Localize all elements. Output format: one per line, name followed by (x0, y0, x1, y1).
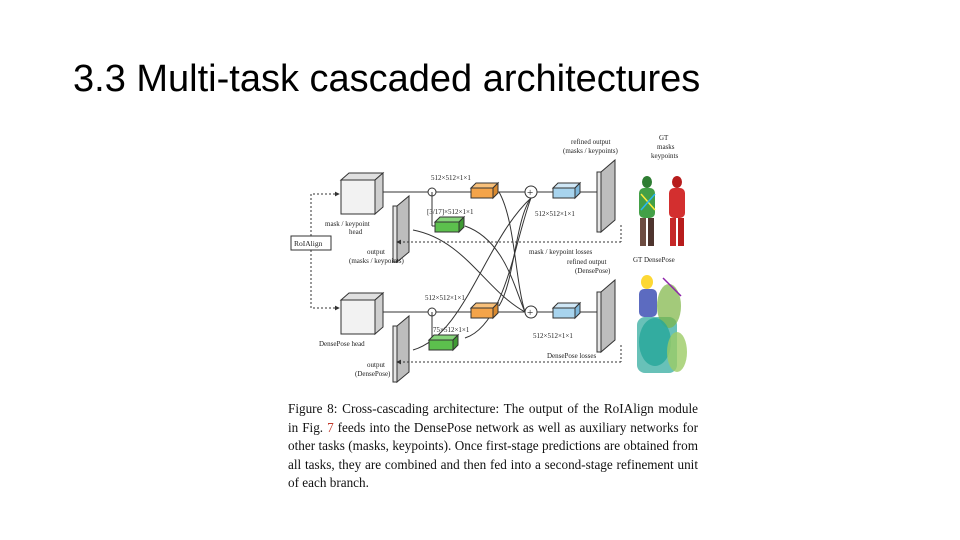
plus-sign-bottom: + (527, 307, 533, 319)
label-mask-head: mask / keypoint (325, 220, 370, 228)
mask-keypoint-head-block (339, 171, 385, 216)
label-refined-top: refined output (571, 138, 611, 146)
label-loss-top: mask / keypoint losses (529, 248, 592, 256)
output-slab-top (392, 194, 410, 264)
label-mask-head-sub: head (349, 228, 363, 236)
label-dim-bot-orange: 512×512×1×1 (425, 294, 465, 302)
orange-block-bottom (469, 301, 500, 320)
caption-text-part2: feeds into the DensePose network as well… (288, 419, 698, 491)
label-loss-bottom: DensePose losses (547, 352, 596, 360)
green-block-top (433, 215, 466, 234)
label-gt-densepose: GT DensePose (633, 256, 675, 264)
label-dim-top-green: [3/17]×512×1×1 (427, 208, 474, 216)
refined-output-slab-bottom (596, 278, 616, 354)
figure-caption: Figure 8: Cross-cascading architecture: … (288, 400, 698, 493)
label-gt-sub1: masks (657, 143, 675, 151)
caption-figure-ref[interactable]: 7 (327, 419, 334, 435)
label-dim-bot-blue: 512×512×1×1 (533, 332, 573, 340)
label-refined-top-sub: (masks / keypoints) (563, 147, 618, 155)
blue-block-bottom (551, 301, 582, 320)
plus-sign-top: + (527, 187, 533, 199)
label-dim-top-orange: 512×512×1×1 (431, 174, 471, 182)
label-roialign: RoIAlign (294, 239, 323, 248)
label-output-bottom-sub: (DensePose) (355, 370, 391, 378)
label-refined-bottom: refined output (567, 258, 607, 266)
cascade-architecture-diagram: mask / keypoint head output (masks / key… (290, 134, 695, 384)
label-densepose-head: DensePose head (319, 340, 365, 348)
slide-title: 3.3 Multi-task cascaded architectures (73, 58, 701, 100)
orange-block-top (469, 181, 500, 200)
gt-masks-image (633, 170, 695, 252)
densepose-head-block (339, 291, 385, 336)
gt-densepose-image (633, 270, 695, 378)
label-dim-bot-green: 75×512×1×1 (433, 326, 470, 334)
label-output-top-sub: (masks / keypoints) (349, 257, 404, 265)
label-dim-top-blue: 512×512×1×1 (535, 210, 575, 218)
output-slab-bottom (392, 314, 410, 384)
label-output-bottom: output (367, 361, 385, 369)
label-refined-bottom-sub: (DensePose) (575, 267, 611, 275)
caption-text-part1: Cross-cascading architecture: The output… (288, 401, 698, 435)
label-gt: GT (659, 134, 669, 142)
label-output-top: output (367, 248, 385, 256)
refined-output-slab-top (596, 158, 616, 234)
blue-block-top (551, 181, 582, 200)
green-block-bottom (427, 333, 460, 352)
caption-label: Figure 8: (288, 401, 338, 416)
label-gt-sub2: keypoints (651, 152, 678, 160)
